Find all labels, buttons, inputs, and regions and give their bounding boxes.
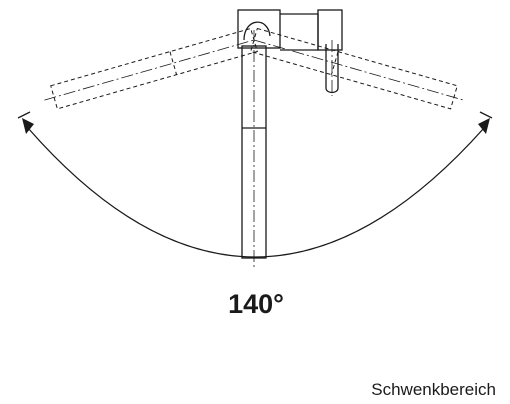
spout-left-position (44, 27, 258, 110)
diagram-caption: Schwenkbereich (371, 380, 496, 399)
swivel-range-arc (17, 111, 493, 258)
arc-limit-tick-right (479, 111, 493, 119)
spout-left-outline (50, 27, 258, 110)
spout-right-joint (330, 51, 339, 75)
swivel-angle-label: 140° (228, 289, 284, 319)
spout-right-position (250, 27, 464, 110)
faucet-handle-housing (317, 9, 343, 51)
spout-right-centerline (253, 39, 464, 101)
spout-bend (243, 21, 271, 41)
faucet-body (237, 9, 343, 51)
spout-left-joint (169, 51, 178, 75)
spout-left-centerline (44, 39, 255, 101)
spout-center-position (241, 30, 267, 268)
lever-handle-outline (325, 44, 339, 94)
arc-arrow-left (22, 118, 34, 134)
arc-arrow-right (478, 118, 490, 134)
arc-limit-tick-left (17, 111, 31, 119)
lever-handle (325, 40, 339, 96)
swivel-arc (27, 127, 485, 258)
